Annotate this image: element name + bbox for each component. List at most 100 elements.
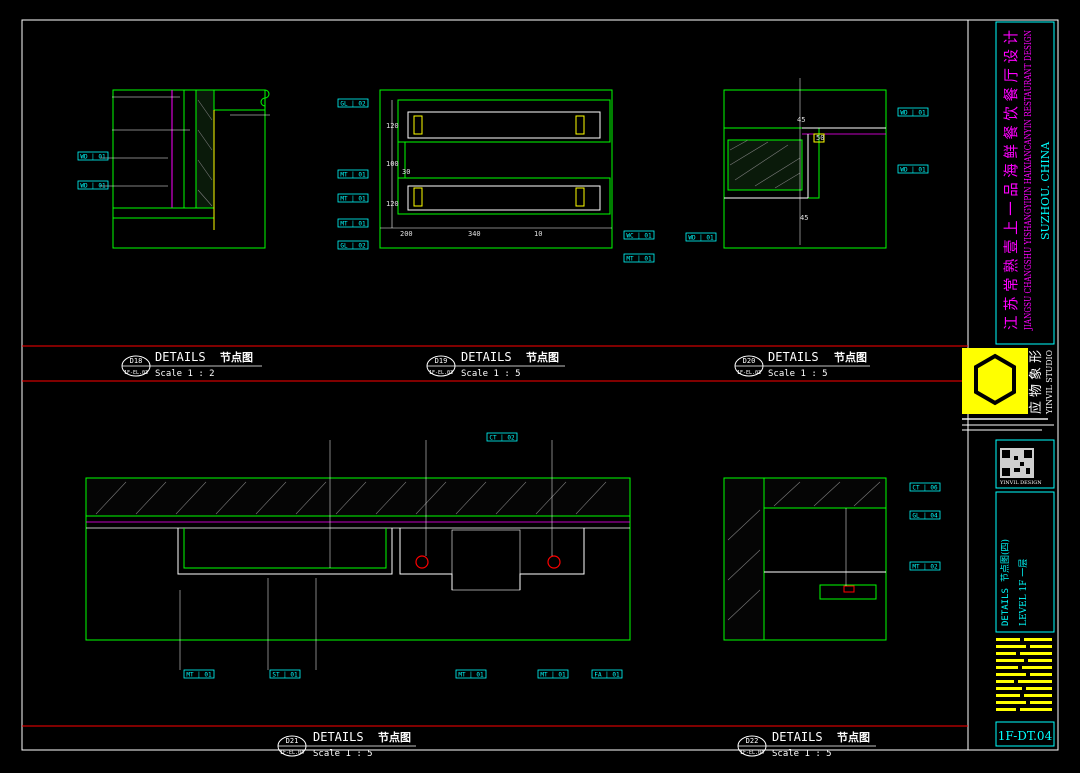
material-tag-code: MT | 01	[626, 256, 652, 263]
view-sheet-ref: 1F-EL.04	[740, 750, 764, 756]
material-tag: MT | 01	[337, 218, 369, 228]
material-tag-code: MT | 01	[340, 196, 366, 203]
material-tag-code: GL | 04	[912, 513, 938, 520]
project-location: SUZHOU. CHINA	[1039, 141, 1052, 240]
studio-name-en: YINVIL STUDIO	[1045, 350, 1054, 415]
view-title-en: DETAILS	[313, 730, 364, 744]
drawing-name-box	[995, 491, 1055, 633]
studio-name-cn: 应 物 象 形	[1028, 350, 1044, 414]
project-box	[995, 21, 1055, 345]
material-tag: WD | 01	[897, 107, 929, 117]
view-scale: Scale 1 : 2	[155, 369, 215, 379]
view-scale: Scale 1 : 5	[768, 369, 828, 379]
material-tag-code: WD | 01	[900, 167, 926, 174]
detail-d19	[379, 89, 613, 249]
material-tag-code: FA | 01	[594, 672, 620, 679]
dim-text: 340	[468, 230, 481, 238]
material-tag-code: MT | 01	[340, 221, 366, 228]
view-title-en: DETAILS	[461, 350, 512, 364]
material-tag-code: MT | 01	[458, 672, 484, 679]
detail-d18	[100, 89, 270, 249]
sheet-number-box	[995, 721, 1055, 747]
dim-text: 10	[534, 230, 542, 238]
material-tag-code: CT | 06	[912, 485, 938, 492]
material-tag: WD | 01	[897, 164, 929, 174]
detail-d22	[723, 477, 887, 641]
material-tag-code: WD | 01	[80, 154, 106, 161]
material-tag-code: MT | 01	[186, 672, 212, 679]
view-title-cn: 节点图	[837, 730, 870, 744]
material-tag: MT | 02	[909, 561, 941, 571]
material-tag: FA | 01	[591, 669, 623, 679]
view-sheet-ref: 1F-EL.03	[737, 370, 761, 376]
material-tag-code: WC | 01	[626, 233, 652, 240]
material-tag-code: GL | 02	[340, 243, 366, 250]
view-id: D22	[746, 737, 759, 745]
drawing-name-cn: 节点图(四)	[1000, 539, 1011, 582]
dim-text: 120	[386, 122, 399, 130]
view-title-d21: D21 1F-EL.04 DETAILS 节点图 Scale 1 : 5	[277, 730, 416, 759]
material-tag: MT | 01	[183, 669, 215, 679]
material-tag: GL | 04	[909, 510, 941, 520]
dim-text: 45	[800, 214, 808, 222]
view-id: D19	[435, 357, 448, 365]
material-tag: MT | 01	[337, 169, 369, 179]
material-tag-code: ST | 01	[272, 672, 298, 679]
view-id: D21	[286, 737, 299, 745]
material-tag: MT | 01	[623, 253, 655, 263]
view-scale: Scale 1 : 5	[461, 369, 521, 379]
qr-box	[995, 439, 1055, 489]
view-title-en: DETAILS	[155, 350, 206, 364]
detail-d20	[723, 78, 887, 249]
material-tag-code: WD | 01	[80, 183, 106, 190]
view-scale: Scale 1 : 5	[313, 749, 373, 759]
qr-code-icon	[1000, 448, 1034, 478]
view-scale: Scale 1 : 5	[772, 749, 832, 759]
material-tag: MT | 01	[337, 193, 369, 203]
dim-text: 50	[816, 134, 824, 142]
material-tag: ST | 01	[269, 669, 301, 679]
material-tag: CT | 06	[909, 482, 941, 492]
view-title-d20: D20 1F-EL.03 DETAILS 节点图 Scale 1 : 5	[734, 350, 870, 379]
view-title-cn: 节点图	[834, 350, 867, 364]
material-tag: GL | 02	[337, 240, 369, 250]
sheet-number: 1F-DT.04	[998, 729, 1053, 743]
material-tag-code: WD | 01	[900, 110, 926, 117]
detail-d21	[85, 440, 631, 670]
view-id: D18	[130, 357, 143, 365]
material-tag: WD | 01	[685, 232, 717, 242]
drawing-name-en: DETAILS	[1001, 588, 1011, 626]
material-tag: GL | 02	[337, 98, 369, 108]
project-title-en: JIANGSU CHANGSHU YISHANGYIPIN HAIXIANCAN…	[1024, 30, 1034, 331]
material-tag-code: MT | 01	[340, 172, 366, 179]
view-title-cn: 节点图	[378, 730, 411, 744]
material-tags: WD | 01 WD | 01 GL | 02 MT | 01 MT | 01 MT | …	[77, 98, 941, 679]
revision-table	[996, 638, 1052, 711]
view-title-en: DETAILS	[772, 730, 823, 744]
dim-text: 30	[402, 168, 410, 176]
material-tag: CT | 02	[486, 432, 518, 442]
material-tag-code: WD | 01	[688, 235, 714, 242]
design-label: YINVIL DESIGN	[999, 480, 1042, 486]
material-tag: WC | 01	[623, 230, 655, 240]
view-title-cn: 节点图	[220, 350, 253, 364]
hexagon-logo-icon	[974, 353, 1016, 406]
dim-text: 120	[386, 200, 399, 208]
dim-text: 200	[400, 230, 413, 238]
view-title-cn: 节点图	[526, 350, 559, 364]
project-title-cn: 江 苏 常 熟 壹 上 一 品 海 鲜 餐 饮 餐 厅 设 计	[1002, 30, 1020, 330]
material-tag: MT | 01	[455, 669, 487, 679]
view-title-en: DETAILS	[768, 350, 819, 364]
material-tag: MT | 01	[537, 669, 569, 679]
view-title-d22: D22 1F-EL.04 DETAILS 节点图 Scale 1 : 5	[737, 730, 876, 759]
sheet-border	[21, 19, 1059, 751]
material-tag: WD | 01	[77, 151, 109, 161]
view-sheet-ref: 1F-EL.03	[429, 370, 453, 376]
view-title-d18: D18 1F-EL.03 DETAILS 节点图 Scale 1 : 2	[121, 350, 262, 379]
view-sheet-ref: 1F-EL.04	[280, 750, 304, 756]
title-block: 江 苏 常 熟 壹 上 一 品 海 鲜 餐 饮 餐 厅 设 计 JIANGSU …	[962, 21, 1055, 747]
view-sheet-ref: 1F-EL.03	[124, 370, 148, 376]
view-title-d19: D19 1F-EL.03 DETAILS 节点图 Scale 1 : 5	[426, 350, 565, 379]
drawing-level: LEVEL 1F 一层	[1018, 559, 1029, 626]
